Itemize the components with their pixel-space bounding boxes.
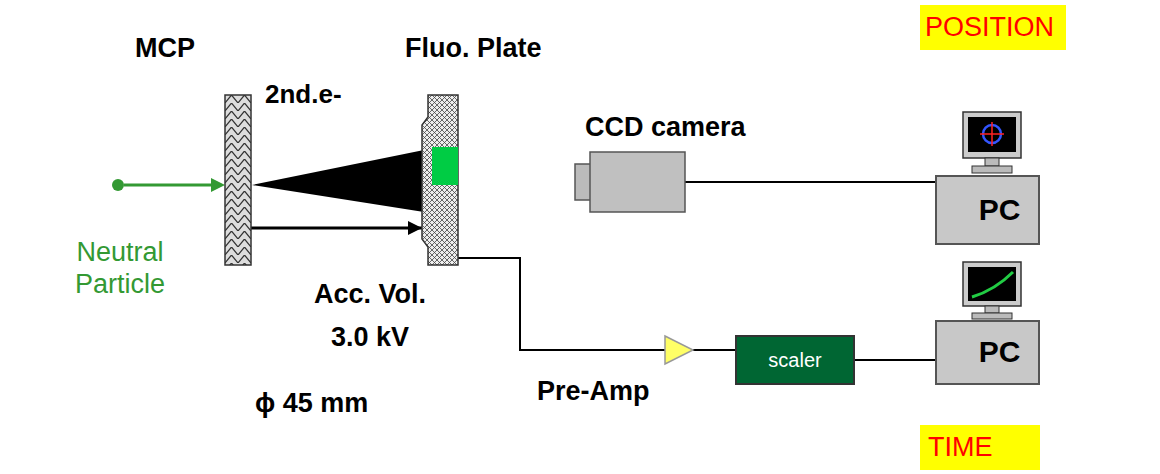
- fluorescent-plate: Fluo. Plate: [422, 95, 458, 265]
- node-label: Fluo. Plate: [405, 33, 542, 64]
- node-label: PC: [979, 193, 1021, 228]
- scaler-box: scaler: [735, 335, 855, 385]
- wire-connector: [685, 181, 935, 183]
- voltage-label: Acc. Vol. 3.0 kV: [300, 273, 440, 359]
- diameter-label: ϕ 45 mm: [255, 388, 368, 419]
- node-label: POSITION: [925, 12, 1054, 43]
- electron-label: 2nd.e-: [265, 80, 342, 110]
- particle-dot: [112, 179, 124, 191]
- plate-outline: [422, 95, 458, 265]
- light-spot: [432, 147, 458, 185]
- node-label: scaler: [768, 349, 821, 372]
- node-label: MCP: [135, 33, 195, 64]
- node-label: TIME: [928, 432, 993, 463]
- wire-connector: [855, 359, 935, 361]
- mcp-plate-shape: [225, 95, 251, 265]
- particle-arrowhead: [211, 178, 225, 192]
- wire-connector: [693, 349, 735, 351]
- pc-box: PC: [935, 175, 1040, 245]
- pre-amp: Pre-Amp: [665, 336, 693, 364]
- particle-arrow: [124, 184, 214, 187]
- node-label: Pre-Amp: [537, 376, 650, 407]
- time-tag: TIME: [920, 425, 1040, 470]
- ccd-camera: CCD camera: [575, 152, 685, 212]
- particle-label: Neutral Particle: [55, 236, 185, 301]
- fluorescent-plate-shape: [422, 95, 458, 265]
- amp-triangle: [665, 336, 693, 364]
- position-monitor: [963, 112, 1021, 173]
- wire-connector: [251, 227, 422, 230]
- camera-body: [590, 152, 685, 212]
- node-label: CCD camera: [585, 112, 746, 143]
- ccd-camera-shape: [575, 152, 685, 212]
- node-label: PC: [979, 335, 1021, 370]
- mcp-outline: [225, 95, 251, 265]
- pc-box: PC: [935, 320, 1040, 385]
- pre-amp-shape: [665, 336, 693, 364]
- time-monitor: [963, 262, 1021, 319]
- mcp-plate: MCP: [225, 95, 251, 265]
- electron-cone: [252, 150, 424, 212]
- position-tag: POSITION: [920, 5, 1066, 50]
- wire-connector: [458, 258, 665, 350]
